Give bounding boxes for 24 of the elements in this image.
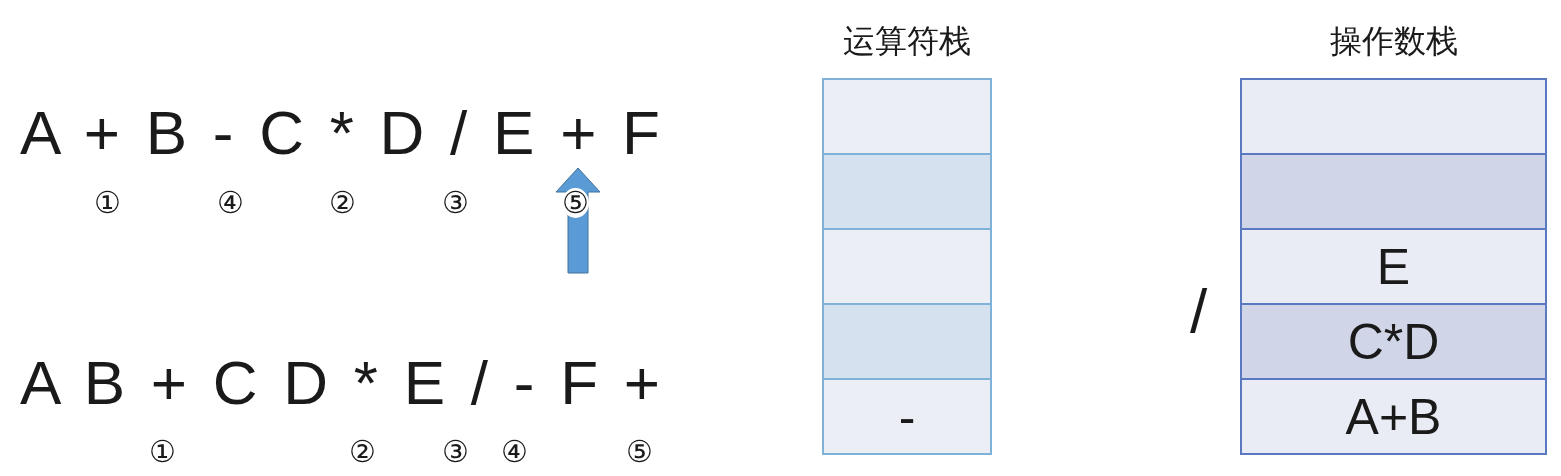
stack-cell [1240,153,1547,230]
step-number: ② [329,188,356,218]
stack-cell: E [1240,228,1547,305]
step-number: ③ [442,188,469,218]
stack-cell [822,78,992,155]
step-number: ② [349,437,376,467]
step-number: ① [149,437,176,467]
stack-title: 运算符栈 [842,21,972,62]
stack-title: 操作数栈 [1328,21,1459,62]
stack-cell [822,303,992,380]
stack-cell [822,228,992,305]
step-number: ⑤ [626,437,653,467]
step-number: ③ [442,437,469,467]
step-number: ① [94,188,121,218]
step-number: ④ [501,437,528,467]
stack-cell [822,153,992,230]
stack-cell: - [822,378,992,455]
stack-cell: C*D [1240,303,1547,380]
expression: A + B - C * D / E + F [20,102,660,164]
expression: A B + C D * E / - F + [20,352,660,414]
step-number: ④ [217,188,244,218]
stack-cell [1240,78,1547,155]
stack-cell: A+B [1240,378,1547,455]
operator-symbol: / [1190,280,1208,342]
